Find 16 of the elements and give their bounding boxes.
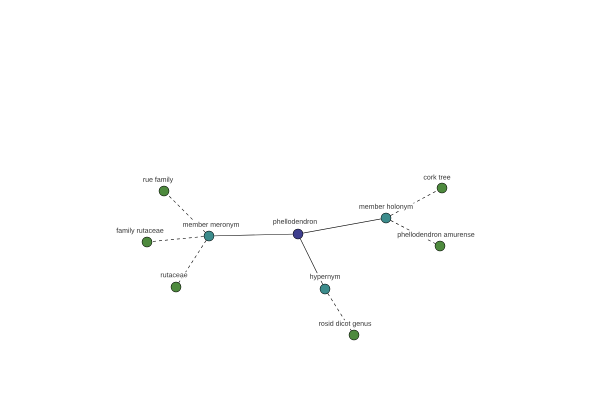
graph-node xyxy=(348,330,360,340)
connector-line xyxy=(328,293,352,331)
graph-node xyxy=(142,236,152,248)
graph-node xyxy=(380,212,392,224)
graph-node xyxy=(204,230,214,242)
connector-line xyxy=(167,194,206,233)
connector-line xyxy=(152,236,204,242)
graph-node xyxy=(292,228,304,240)
graph-node xyxy=(170,282,182,292)
graph-node xyxy=(436,182,448,194)
connector-line xyxy=(178,240,206,283)
graph-node xyxy=(158,186,170,196)
graph-node xyxy=(320,284,330,294)
connector-line xyxy=(302,218,382,234)
graph-node xyxy=(434,240,446,252)
connector-line xyxy=(214,234,294,236)
